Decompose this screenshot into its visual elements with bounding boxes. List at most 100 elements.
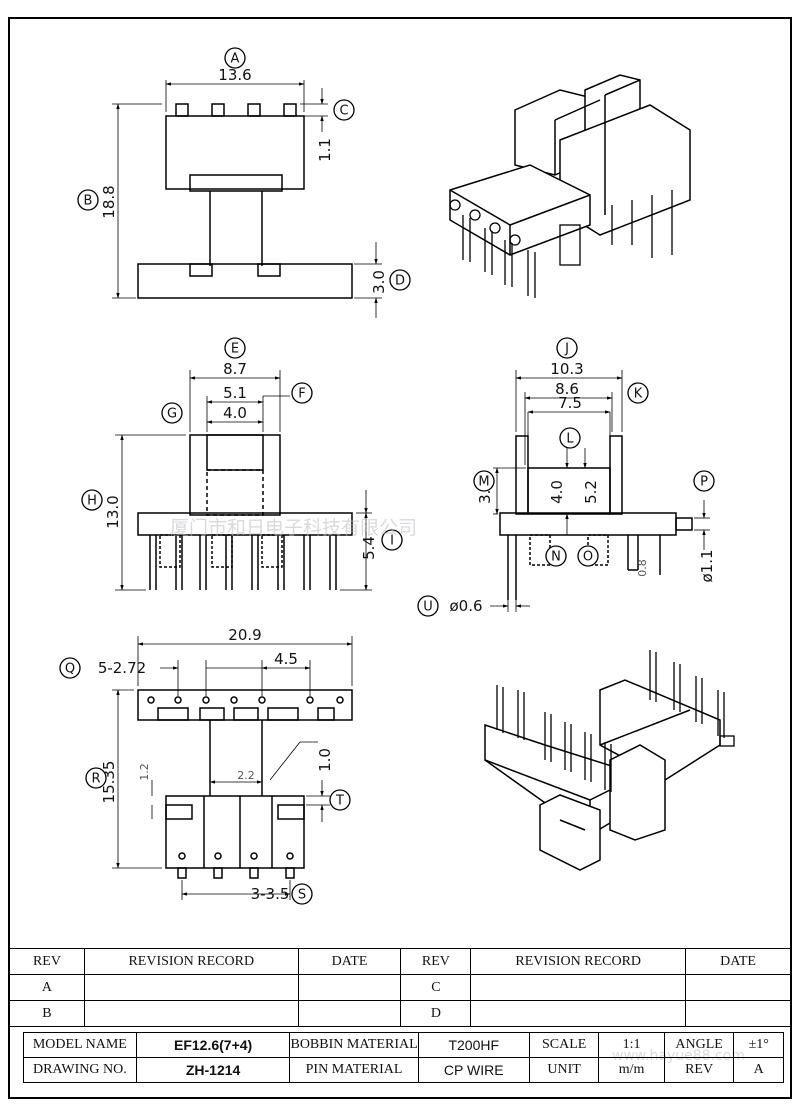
svg-text:U: U	[423, 600, 433, 615]
date-cell	[297, 974, 402, 1001]
dimension-tag-i: I	[381, 529, 403, 551]
dim-u: ø0.6	[449, 597, 482, 615]
svg-text:I: I	[390, 534, 394, 549]
date-cell	[297, 1000, 402, 1027]
dim-s: 3-3.5	[251, 885, 290, 903]
svg-text:D: D	[395, 274, 405, 289]
dim-l2: 5.2	[582, 480, 600, 504]
angle-label: ANGLE	[663, 1032, 735, 1058]
rev-cell: C	[400, 974, 472, 1001]
dim-o: 0.8	[636, 559, 649, 577]
dim-g: 4.0	[223, 404, 247, 422]
dim-h: 13.0	[104, 495, 122, 528]
bottom-view-dimensions	[112, 636, 353, 900]
svg-text:L: L	[566, 432, 574, 447]
isometric-view-bottom-pins	[496, 650, 735, 792]
dimension-tag-o: O	[577, 545, 599, 567]
dim-b: 18.8	[100, 185, 118, 218]
rev-value: A	[733, 1057, 784, 1083]
dim-r: 15.35	[100, 761, 118, 804]
rev-cell: D	[400, 1000, 472, 1027]
date-header: DATE	[297, 948, 402, 975]
bobbin-material-value: T200HF	[417, 1032, 530, 1058]
unit-label: UNIT	[528, 1057, 600, 1083]
record-cell	[83, 974, 299, 1001]
date-header: DATE	[685, 948, 791, 975]
svg-text:M: M	[478, 475, 489, 490]
isometric-view-top	[449, 74, 691, 256]
front-view-dimensions	[112, 80, 382, 318]
svg-text:A: A	[231, 52, 240, 67]
dimension-tag-b: B	[77, 189, 99, 211]
rev-label: REV	[663, 1057, 735, 1083]
dim-k2: 7.5	[558, 394, 582, 412]
dimension-tag-h: H	[81, 489, 103, 511]
title-block-row: DRAWING NO. ZH-1214 PIN MATERIAL CP WIRE…	[23, 1057, 784, 1083]
scale-value: 1:1	[598, 1032, 665, 1058]
date-cell	[685, 1000, 791, 1027]
record-cell	[470, 1000, 687, 1027]
dimension-tag-q: Q	[59, 657, 81, 679]
scale-label: SCALE	[528, 1032, 600, 1058]
dimension-tag-u: U	[417, 595, 439, 617]
dim-d: 3.0	[370, 270, 388, 294]
model-name-value: EF12.6(7+4)	[135, 1032, 291, 1058]
end-view	[499, 435, 693, 600]
dim-i: 5.4	[360, 536, 378, 560]
rev-header: REV	[9, 948, 85, 975]
pin-material-value: CP WIRE	[417, 1057, 530, 1083]
svg-text:Q: Q	[65, 662, 75, 677]
angle-value: ±1°	[733, 1032, 784, 1058]
isometric-view-bottom	[484, 679, 721, 871]
revision-record-header: REVISION RECORD	[83, 948, 299, 975]
title-block-row: MODEL NAME EF12.6(7+4) BOBBIN MATERIAL T…	[23, 1032, 784, 1058]
end-view-dimensions	[490, 370, 710, 612]
dimension-tag-a: A	[224, 47, 246, 69]
svg-text:C: C	[339, 104, 348, 119]
rev-cell: B	[9, 1000, 85, 1027]
dim-l1: 4.0	[548, 480, 566, 504]
svg-text:P: P	[700, 475, 708, 490]
revision-row: A C	[9, 974, 791, 1001]
record-cell	[83, 1000, 299, 1027]
dimension-tag-r: R	[85, 767, 107, 789]
dimension-tag-m: M	[473, 470, 495, 492]
pin-material-label: PIN MATERIAL	[289, 1057, 419, 1083]
dimension-tag-s: S	[291, 883, 313, 905]
revision-header-row: REV REVISION RECORD DATE REV REVISION RE…	[9, 948, 791, 975]
dimension-tag-p: P	[693, 470, 715, 492]
side-view-dimensions	[115, 370, 372, 591]
title-block: MODEL NAME EF12.6(7+4) BOBBIN MATERIAL T…	[23, 1032, 784, 1083]
dimension-tag-n: N	[545, 545, 567, 567]
drawing-no-value: ZH-1214	[135, 1057, 291, 1083]
bottom-view	[137, 689, 353, 879]
svg-text:B: B	[84, 194, 93, 209]
svg-text:R: R	[91, 772, 100, 787]
dim-q1: 20.9	[228, 626, 261, 644]
revision-row: B D	[9, 1000, 791, 1027]
svg-text:E: E	[231, 342, 239, 357]
revision-table: REV REVISION RECORD DATE REV REVISION RE…	[9, 948, 791, 1027]
dimension-tag-d: D	[389, 269, 411, 291]
date-cell	[685, 974, 791, 1001]
bobbin-material-label: BOBBIN MATERIAL	[289, 1032, 419, 1058]
record-cell	[470, 974, 687, 1001]
rev-header: REV	[400, 948, 472, 975]
revision-record-header: REVISION RECORD	[470, 948, 687, 975]
dimension-tag-e: E	[224, 337, 246, 359]
dim-f: 5.1	[223, 384, 247, 402]
dim-q3: 4.5	[274, 650, 298, 668]
dim-t: 1.0	[316, 748, 334, 772]
svg-text:N: N	[551, 550, 561, 565]
svg-text:O: O	[583, 550, 593, 565]
dimension-tag-t: T	[329, 789, 351, 811]
dim-q2: 5-2.72	[98, 659, 146, 677]
side-view	[137, 434, 353, 590]
dimension-tag-l: L	[559, 427, 581, 449]
dim-a: 13.6	[218, 66, 251, 84]
drawing-border	[8, 17, 792, 1099]
svg-text:K: K	[634, 387, 643, 402]
dim-e: 8.7	[223, 360, 247, 378]
